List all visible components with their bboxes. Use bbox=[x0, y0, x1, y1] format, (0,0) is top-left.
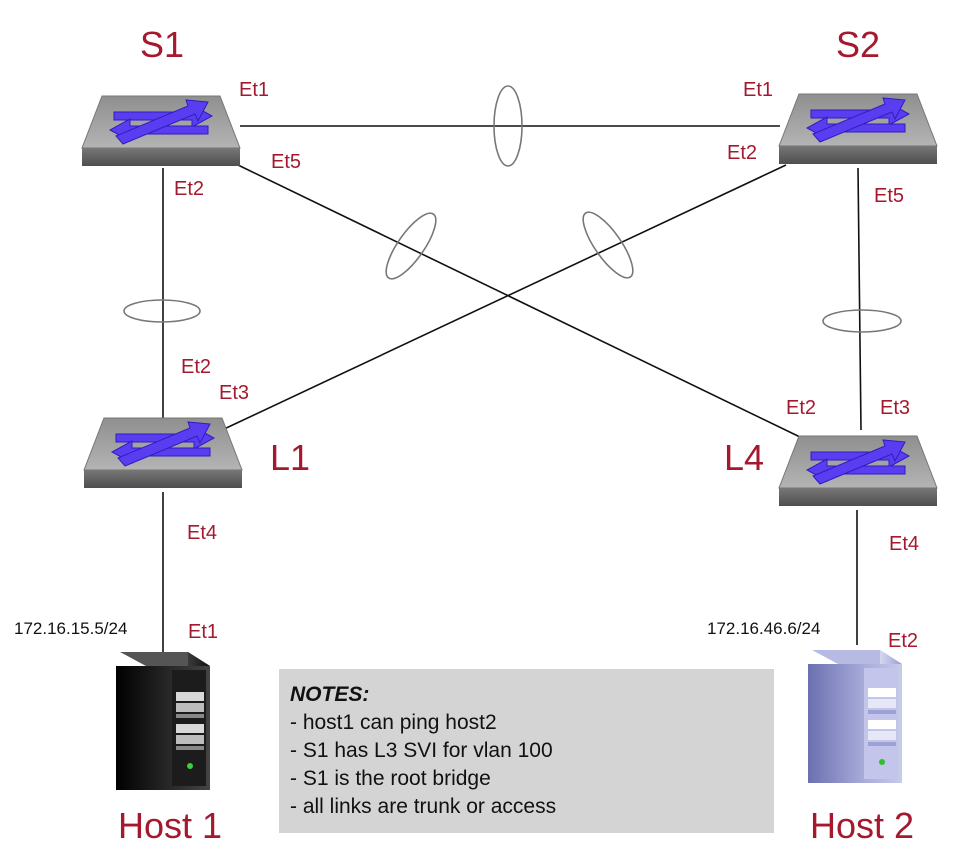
s2-label: S2 bbox=[836, 24, 881, 65]
host2-server-icon bbox=[808, 650, 902, 783]
link-s2-l1 bbox=[221, 164, 787, 431]
switch-l4-icon bbox=[778, 435, 938, 507]
trunk-markers bbox=[123, 85, 902, 333]
port-l4-et3: Et3 bbox=[880, 397, 911, 419]
trunk-ellipse-icon bbox=[123, 299, 201, 323]
host2-label: Host 2 bbox=[810, 805, 915, 846]
port-s1-et1: Et1 bbox=[239, 79, 270, 101]
notes-item: - all links are trunk or access bbox=[290, 795, 557, 818]
notes-title: NOTES: bbox=[290, 683, 370, 706]
trunk-ellipse-icon bbox=[582, 211, 634, 279]
port-s2-et5: Et5 bbox=[874, 185, 905, 207]
host1-ip: 172.16.15.5/24 bbox=[14, 619, 128, 638]
port-l4-et4: Et4 bbox=[889, 533, 920, 555]
link-s1-l4 bbox=[237, 164, 801, 438]
host1-server-icon bbox=[116, 652, 210, 790]
notes-box: NOTES: - host1 can ping host2 - S1 has L… bbox=[279, 669, 774, 833]
port-l1-et2: Et2 bbox=[181, 356, 212, 378]
l1-label: L1 bbox=[270, 437, 311, 478]
switch-s2-icon bbox=[778, 93, 938, 165]
notes-item: - S1 has L3 SVI for vlan 100 bbox=[290, 739, 553, 762]
port-l4-et2: Et2 bbox=[786, 397, 817, 419]
s1-label: S1 bbox=[140, 24, 185, 65]
port-host1-et1: Et1 bbox=[188, 621, 219, 643]
link-s2-l4 bbox=[857, 167, 862, 431]
port-s2-et2: Et2 bbox=[727, 142, 758, 164]
notes-item: - S1 is the root bridge bbox=[290, 767, 491, 790]
trunk-ellipse-icon bbox=[493, 85, 523, 167]
port-l1-et3: Et3 bbox=[219, 382, 250, 404]
port-l1-et4: Et4 bbox=[187, 522, 218, 544]
notes-item: - host1 can ping host2 bbox=[290, 711, 497, 734]
trunk-ellipse-icon bbox=[822, 309, 902, 333]
switch-l1-icon bbox=[83, 417, 243, 489]
l4-label: L4 bbox=[724, 437, 765, 478]
port-s1-et5: Et5 bbox=[271, 151, 302, 173]
port-host2-et2: Et2 bbox=[888, 630, 919, 652]
host2-ip: 172.16.46.6/24 bbox=[707, 619, 821, 638]
links bbox=[162, 125, 862, 652]
port-s2-et1: Et1 bbox=[743, 79, 774, 101]
switch-s1-icon bbox=[81, 95, 241, 167]
host1-label: Host 1 bbox=[118, 805, 223, 846]
port-s1-et2: Et2 bbox=[174, 178, 205, 200]
trunk-ellipse-icon bbox=[385, 212, 437, 280]
